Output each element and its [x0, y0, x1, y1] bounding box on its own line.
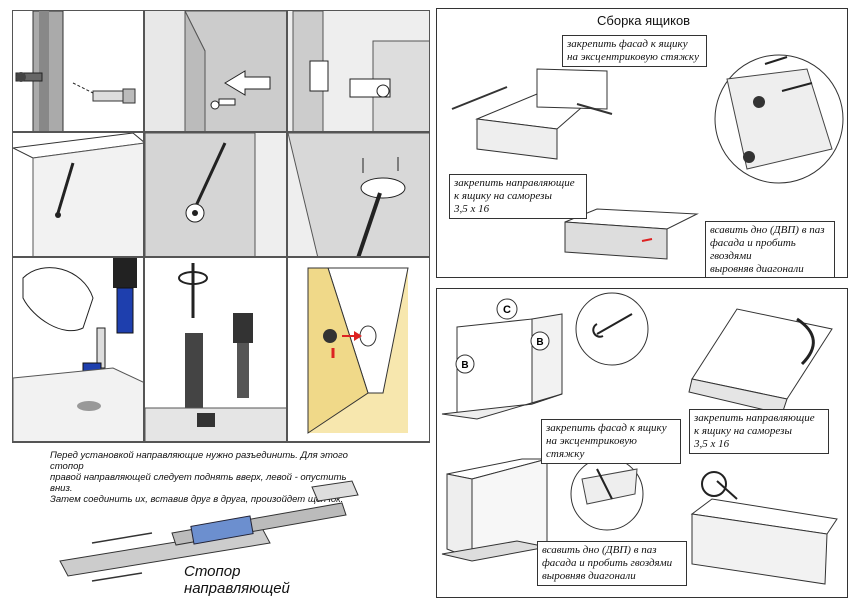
- label-insert-bottom: всавить дно (ДВП) в паз фасада и пробить…: [537, 541, 687, 586]
- letter-b-1: B: [461, 360, 468, 371]
- step-dowel-push: [144, 10, 287, 132]
- step-lift-mount: [144, 132, 287, 257]
- label-insert-bottom: всавить дно (ДВП) в паз фасада и пробить…: [705, 221, 835, 277]
- slide-note: Перед установкой направляющие нужно разъ…: [50, 450, 370, 505]
- slide-note-line-1: Перед установкой направляющие нужно разъ…: [50, 450, 348, 472]
- label-attach-facade-line-1: закрепить фасад к ящику: [567, 38, 688, 50]
- lift-plate-diagram: [288, 133, 429, 256]
- panel-title: Сборка ящиков: [597, 13, 691, 28]
- dowel-diagram: [15, 11, 136, 131]
- label-attach-facade: закрепить фасад к ящику на эксцентрикову…: [562, 35, 707, 67]
- label-insert-bottom-line-2: фасада и пробить гвоздями: [710, 237, 796, 262]
- step-hinge: [287, 10, 430, 132]
- label-attach-rails-line-2: к ящику на саморезы: [454, 190, 552, 202]
- label-attach-rails-line-1: закрепить направляющие: [694, 412, 815, 424]
- label-attach-rails-line-1: закрепить направляющие: [454, 177, 575, 189]
- stopper-label: Стопор направляющей: [184, 563, 290, 597]
- step-cam-lock: [287, 257, 430, 442]
- step-gas-lift: [12, 132, 144, 257]
- drawer-box-diagram: C B B: [441, 292, 838, 585]
- label-attach-facade: закрепить фасад к ящику на эксцентрикову…: [541, 419, 681, 464]
- dowel-push-diagram: [145, 11, 286, 131]
- label-insert-bottom-line-3: выровняв диагонали: [542, 570, 636, 582]
- label-attach-rails-line-2: к ящику на саморезы: [694, 425, 792, 437]
- cam-lock-diagram: [307, 267, 409, 434]
- cam-insert-diagram: [13, 258, 143, 441]
- label-insert-bottom-line-1: всавить дно (ДВП) в паз: [710, 224, 825, 236]
- hinge-diagram: [288, 11, 429, 131]
- label-attach-facade-line-1: закрепить фасад к ящику: [546, 422, 667, 434]
- drawer-assembly-panel-2: C B B закрепить фасад к ящику на эксцент…: [436, 288, 848, 598]
- cam-tighten-diagram: [145, 263, 286, 441]
- slide-note-line-2: правой направляющей следует поднять ввер…: [50, 472, 347, 494]
- label-attach-rails-line-3: 3,5 х 16: [454, 203, 490, 215]
- label-attach-facade-line-2: на эксцентриковую стяжку: [567, 51, 699, 63]
- label-attach-facade-line-2: на эксцентриковую стяжку: [546, 435, 637, 460]
- gas-lift-diagram: [13, 133, 143, 256]
- drawer-assembly-panel: Сборка ящиков закрепить фасад к ящику на…: [436, 8, 848, 278]
- lift-mount-diagram: [145, 133, 286, 256]
- letter-b-2: B: [536, 337, 543, 348]
- stopper-label-line-1: Стопор: [184, 563, 241, 580]
- label-attach-rails: закрепить направляющие к ящику на саморе…: [449, 174, 587, 219]
- label-insert-bottom-line-3: выровняв диагонали: [710, 263, 804, 275]
- slide-rail-diagram: [59, 480, 359, 582]
- step-dowel-insert: [12, 10, 144, 132]
- stopper-label-line-2: направляющей: [184, 580, 290, 597]
- step-lift-plate: [287, 132, 430, 257]
- drawer-exploded-diagram: [451, 54, 844, 260]
- slide-note-line-3: Затем соединить их, вставив друг в друга…: [50, 494, 344, 505]
- letter-c: C: [503, 304, 511, 316]
- label-insert-bottom-line-2: фасада и пробить гвоздями: [542, 557, 673, 569]
- step-slide-rail: Перед установкой направляющие нужно разъ…: [12, 442, 430, 600]
- step-cam-insert: [12, 257, 144, 442]
- step-cam-tighten: [144, 257, 287, 442]
- label-attach-rails-line-3: 3,5 х 16: [694, 438, 730, 450]
- label-insert-bottom-line-1: всавить дно (ДВП) в паз: [542, 544, 657, 556]
- label-attach-rails: закрепить направляющие к ящику на саморе…: [689, 409, 829, 454]
- assembly-steps-grid: Перед установкой направляющие нужно разъ…: [12, 10, 430, 600]
